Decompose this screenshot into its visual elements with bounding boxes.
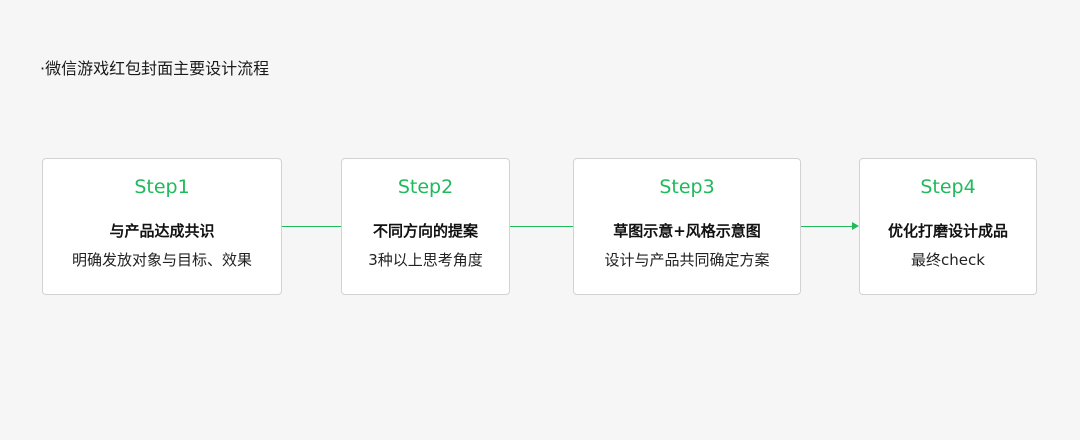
step-description: 最终check	[911, 251, 985, 269]
step-box-4: Step4 优化打磨设计成品 最终check	[859, 158, 1037, 295]
step-label: Step3	[659, 176, 715, 198]
arrow-head-icon	[852, 222, 859, 230]
step-heading: 与产品达成共识	[109, 222, 215, 240]
step-heading: 不同方向的提案	[372, 222, 478, 240]
step-description: 3种以上思考角度	[368, 251, 483, 269]
step-heading: 优化打磨设计成品	[887, 222, 1008, 240]
step-box-1: Step1 与产品达成共识 明确发放对象与目标、效果	[42, 158, 282, 295]
step-description: 设计与产品共同确定方案	[604, 251, 770, 269]
connector-line-3-4	[801, 226, 853, 227]
connector-line-1-2	[282, 226, 341, 227]
step-box-2: Step2 不同方向的提案 3种以上思考角度	[341, 158, 510, 295]
step-label: Step2	[397, 176, 454, 198]
step-description: 明确发放对象与目标、效果	[71, 251, 252, 269]
page-title: ·微信游戏红包封面主要设计流程	[40, 59, 270, 78]
step-box-3: Step3 草图示意+风格示意图 设计与产品共同确定方案	[573, 158, 801, 295]
step-heading: 草图示意+风格示意图	[613, 222, 761, 240]
connector-line-2-3	[510, 226, 573, 227]
step-label: Step1	[134, 176, 190, 198]
step-label: Step4	[920, 176, 976, 198]
